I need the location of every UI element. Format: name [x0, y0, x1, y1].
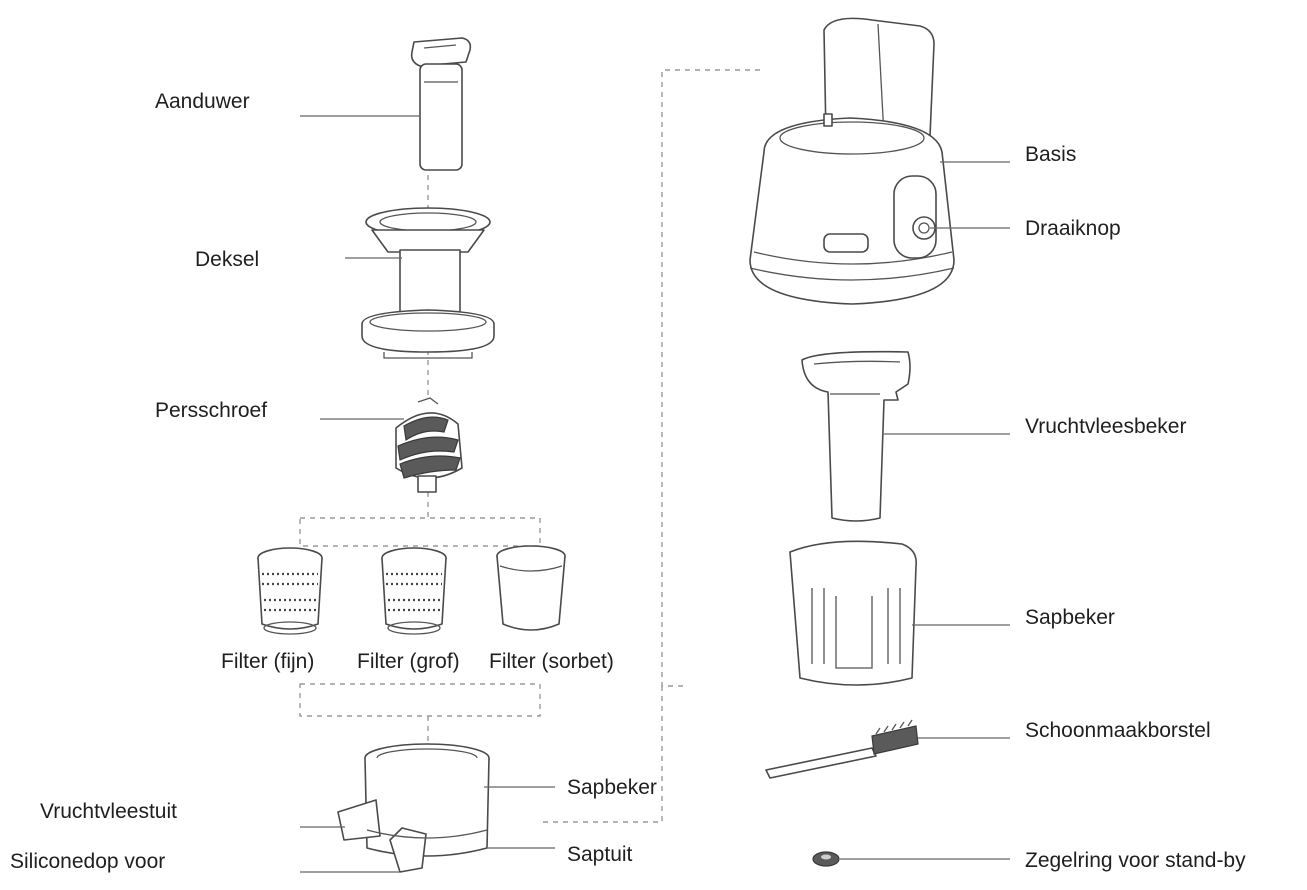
assembly-guides	[299, 69, 760, 823]
leader-lines	[300, 115, 1010, 873]
label-siliconedop: Siliconedop voor	[10, 850, 165, 873]
label-persschroef: Persschroef	[155, 399, 267, 422]
pulp-cup-icon	[801, 350, 911, 522]
label-draaiknop: Draaiknop	[1025, 217, 1121, 240]
label-schoonmaakborstel: Schoonmaakborstel	[1025, 719, 1211, 742]
fine-filter-icon	[257, 547, 323, 635]
label-vruchtvleestuit: Vruchtvleestuit	[40, 800, 177, 823]
sorbet-filter-icon	[496, 545, 566, 631]
label-filter-grof: Filter (grof)	[357, 650, 460, 673]
label-saptuit: Saptuit	[567, 843, 633, 866]
juice-cup-icon	[789, 540, 918, 686]
label-filter-fijn: Filter (fijn)	[221, 650, 314, 673]
label-zegelring: Zegelring voor stand-by	[1025, 849, 1246, 872]
label-basis: Basis	[1025, 143, 1076, 166]
coarse-filter-icon	[381, 547, 447, 635]
auger-icon	[395, 397, 463, 493]
motor-base-icon	[749, 17, 955, 305]
cleaning-brush-icon	[765, 719, 919, 779]
seal-ring-icon	[812, 851, 840, 867]
label-filter-sorbet: Filter (sorbet)	[489, 650, 614, 673]
label-deksel: Deksel	[195, 248, 259, 271]
labels: Aanduwer Deksel Persschroef Filter (fijn…	[10, 90, 1246, 873]
juicing-chamber-icon	[337, 743, 490, 873]
label-sapbeker-chamber: Sapbeker	[567, 776, 657, 799]
pusher-icon	[410, 37, 472, 171]
lid-icon	[361, 207, 495, 359]
label-vruchtvleesbeker: Vruchtvleesbeker	[1025, 415, 1186, 438]
label-sapbeker: Sapbeker	[1025, 606, 1115, 629]
label-aanduwer: Aanduwer	[155, 90, 250, 113]
